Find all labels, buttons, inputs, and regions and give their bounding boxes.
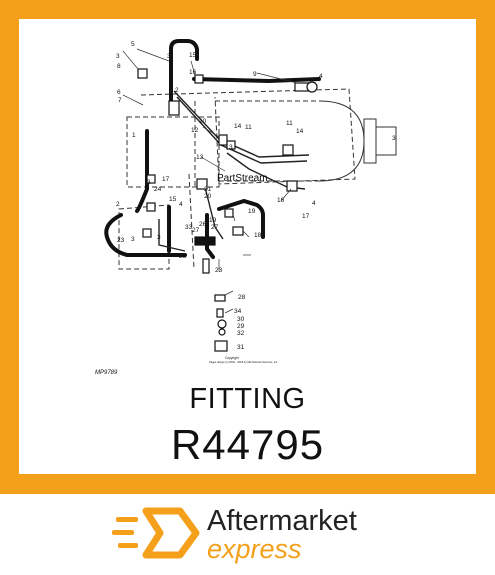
brand-name-line1: Aftermarket bbox=[207, 505, 357, 537]
callout-26: 26 bbox=[199, 221, 207, 228]
callout-27b: 27 bbox=[211, 224, 219, 231]
callout-5: 5 bbox=[131, 41, 135, 48]
product-card: 3 5 8 3 15 16 9 4 6 7 2 1 10 12 14 11 3 … bbox=[19, 19, 476, 474]
callout-18: 18 bbox=[254, 232, 262, 239]
product-name: FITTING bbox=[189, 383, 306, 415]
callout-30: 30 bbox=[237, 316, 245, 323]
callout-16b: 16 bbox=[277, 197, 285, 204]
part-number: R44795 bbox=[170, 421, 325, 468]
callout-3f: 3 bbox=[157, 234, 161, 241]
callout-4b: 4 bbox=[179, 201, 183, 208]
callout-25: 25 bbox=[179, 253, 187, 260]
callout-4c: 4 bbox=[312, 200, 316, 207]
callout-3g: 3 bbox=[131, 236, 135, 243]
watermark-text: PartStream bbox=[217, 173, 268, 184]
callout-14b: 14 bbox=[296, 128, 304, 135]
callout-32: 32 bbox=[237, 330, 245, 337]
callout-17: 17 bbox=[162, 176, 170, 183]
brand-name-line2: express bbox=[207, 534, 302, 564]
hoses bbox=[104, 39, 321, 259]
callout-15b: 15 bbox=[169, 196, 177, 203]
callout-2: 2 bbox=[175, 87, 179, 94]
leader-lines bbox=[122, 48, 298, 314]
callout-1: 1 bbox=[132, 132, 136, 139]
callout-23b: 23 bbox=[215, 267, 223, 274]
callout-16: 16 bbox=[189, 69, 197, 76]
callout-7: 7 bbox=[118, 97, 122, 104]
callout-24: 24 bbox=[154, 186, 162, 193]
callout-23: 23 bbox=[117, 237, 125, 244]
tubes bbox=[158, 90, 310, 252]
callout-17b: 17 bbox=[302, 213, 310, 220]
parts-diagram: 3 5 8 3 15 16 9 4 6 7 2 1 10 12 14 11 3 … bbox=[95, 39, 397, 376]
callout-33: 33 bbox=[185, 224, 193, 231]
callout-20: 20 bbox=[204, 193, 212, 200]
callout-6: 6 bbox=[117, 89, 121, 96]
callout-19b: 19 bbox=[248, 208, 256, 215]
callout-19: 19 bbox=[209, 217, 217, 224]
callout-29: 29 bbox=[237, 323, 245, 330]
callout-4: 4 bbox=[319, 73, 323, 80]
callout-11b: 11 bbox=[286, 120, 293, 127]
callout-11: 11 bbox=[245, 124, 252, 131]
motor-body bbox=[215, 100, 397, 182]
callout-3c: 3 bbox=[229, 144, 233, 151]
callout-8: 8 bbox=[117, 63, 121, 70]
callout-3b: 3 bbox=[167, 53, 171, 60]
fittings bbox=[137, 68, 318, 352]
callout-12: 12 bbox=[191, 127, 199, 134]
callout-34: 34 bbox=[234, 308, 242, 315]
callout-28: 28 bbox=[238, 294, 246, 301]
callout-13: 13 bbox=[196, 154, 204, 161]
callout-3: 3 bbox=[116, 53, 120, 60]
brand-footer bbox=[0, 494, 495, 575]
callout-3d: 3 bbox=[392, 135, 396, 142]
callout-27: 27 bbox=[192, 227, 200, 234]
callout-10: 10 bbox=[199, 118, 207, 125]
callout-numbers: 3 5 8 3 15 16 9 4 6 7 2 1 10 12 14 11 3 … bbox=[116, 41, 396, 351]
callout-14: 14 bbox=[234, 123, 242, 130]
copyright-line1: Copyright bbox=[225, 356, 239, 360]
callout-3e: 3 bbox=[147, 179, 151, 186]
callout-31: 31 bbox=[237, 344, 245, 351]
callout-9: 9 bbox=[253, 71, 257, 78]
callout-21: 21 bbox=[204, 186, 212, 193]
figure-code: MP9789 bbox=[95, 370, 118, 376]
callout-2b: 2 bbox=[116, 201, 120, 208]
hexagon-speed-logo-icon bbox=[112, 507, 200, 559]
callout-15: 15 bbox=[189, 52, 197, 59]
copyright-line2: Pages design (c) 2004 - 2018 by ARI Netw… bbox=[209, 360, 278, 364]
